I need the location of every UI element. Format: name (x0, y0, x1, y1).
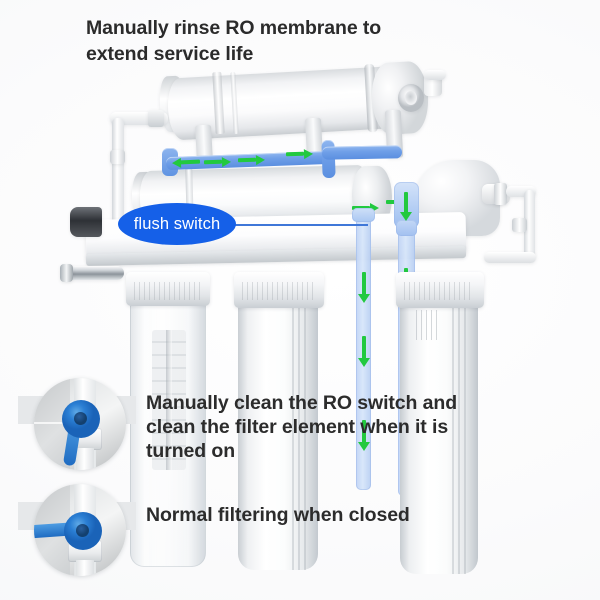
flow-arrow-line-v4 (404, 192, 408, 214)
filter-housing-right-ribs (404, 282, 474, 300)
filter-housing-left-ribs (134, 282, 200, 300)
flow-arrow-line-1 (179, 159, 201, 165)
filter-housing-left-collar (126, 272, 210, 306)
flow-arrow-line-v2 (362, 336, 366, 360)
tube-top-horizontal-right (321, 145, 403, 160)
flow-arrow-head-right-4 (303, 148, 314, 160)
filter-housing-right (400, 302, 478, 574)
flow-arrow-head-down-v4 (400, 212, 412, 221)
chrome-spout-cap (60, 264, 73, 282)
pump-outlet-pipe-vertical (524, 190, 535, 260)
inlet-nut-mid (110, 150, 125, 164)
drain-tube-right-collar (396, 220, 417, 236)
caption-open-state: Manually clean the RO switch and clean t… (146, 392, 458, 462)
flow-arrow-head-right-5 (370, 203, 379, 213)
flow-arrow-head-right-3 (255, 154, 266, 166)
flush-switch-label: flush switch (133, 214, 221, 233)
drain-tube-left-fitting (352, 208, 375, 222)
flow-arrow-head-down-v3 (358, 442, 370, 451)
flush-switch-callout[interactable]: flush switch (118, 203, 236, 245)
flow-arrow-head-down-v2 (358, 358, 370, 367)
valve-hub (76, 524, 89, 537)
filter-element-core (166, 330, 172, 470)
flow-arrow-line-2 (203, 159, 223, 165)
inlet-vertical-pipe (112, 118, 124, 240)
manifold-dark-knob (70, 207, 102, 237)
chrome-spout (62, 266, 124, 280)
inset-pipe-tail (76, 448, 94, 470)
caption-closed-state: Normal filtering when closed (146, 504, 410, 526)
pump-nut (494, 183, 507, 205)
inlet-nut-top (148, 110, 164, 127)
ro-outlet-elbow-top (424, 70, 446, 80)
filter-housing-right-stripe (452, 302, 466, 574)
filter-housing-right-vents (416, 310, 438, 340)
flow-arrow-line-4 (285, 151, 305, 157)
page-title: Manually rinse RO membrane to extend ser… (86, 17, 382, 65)
filter-housing-middle-stripe (292, 300, 306, 570)
inset-pipe-tail (76, 560, 94, 576)
valve-closed-photo (34, 484, 126, 576)
flow-arrow-line-3 (237, 157, 257, 163)
inset-tile-grout (34, 422, 80, 424)
flow-arrow-line-v1 (362, 272, 366, 296)
flow-arrow-head-down-v1 (358, 294, 370, 303)
pump-pipe-nut (512, 218, 527, 232)
filter-housing-right-collar (396, 272, 484, 308)
pump-outlet-pipe-top (506, 186, 536, 197)
flow-arrow-line-v3 (362, 420, 366, 444)
callout-leader-line (232, 224, 368, 226)
filter-housing-middle-ribs (242, 282, 314, 300)
valve-hub (74, 412, 87, 425)
filter-housing-middle-collar (234, 272, 324, 308)
ro-housing-port-inner (405, 91, 417, 105)
flow-arrow-head-right-2 (221, 156, 232, 168)
filter-housing-middle (238, 300, 318, 570)
pump-outlet-pipe-bottom (484, 252, 536, 263)
flow-arrow-head-left-1 (171, 157, 182, 168)
valve-open-photo (34, 378, 126, 470)
